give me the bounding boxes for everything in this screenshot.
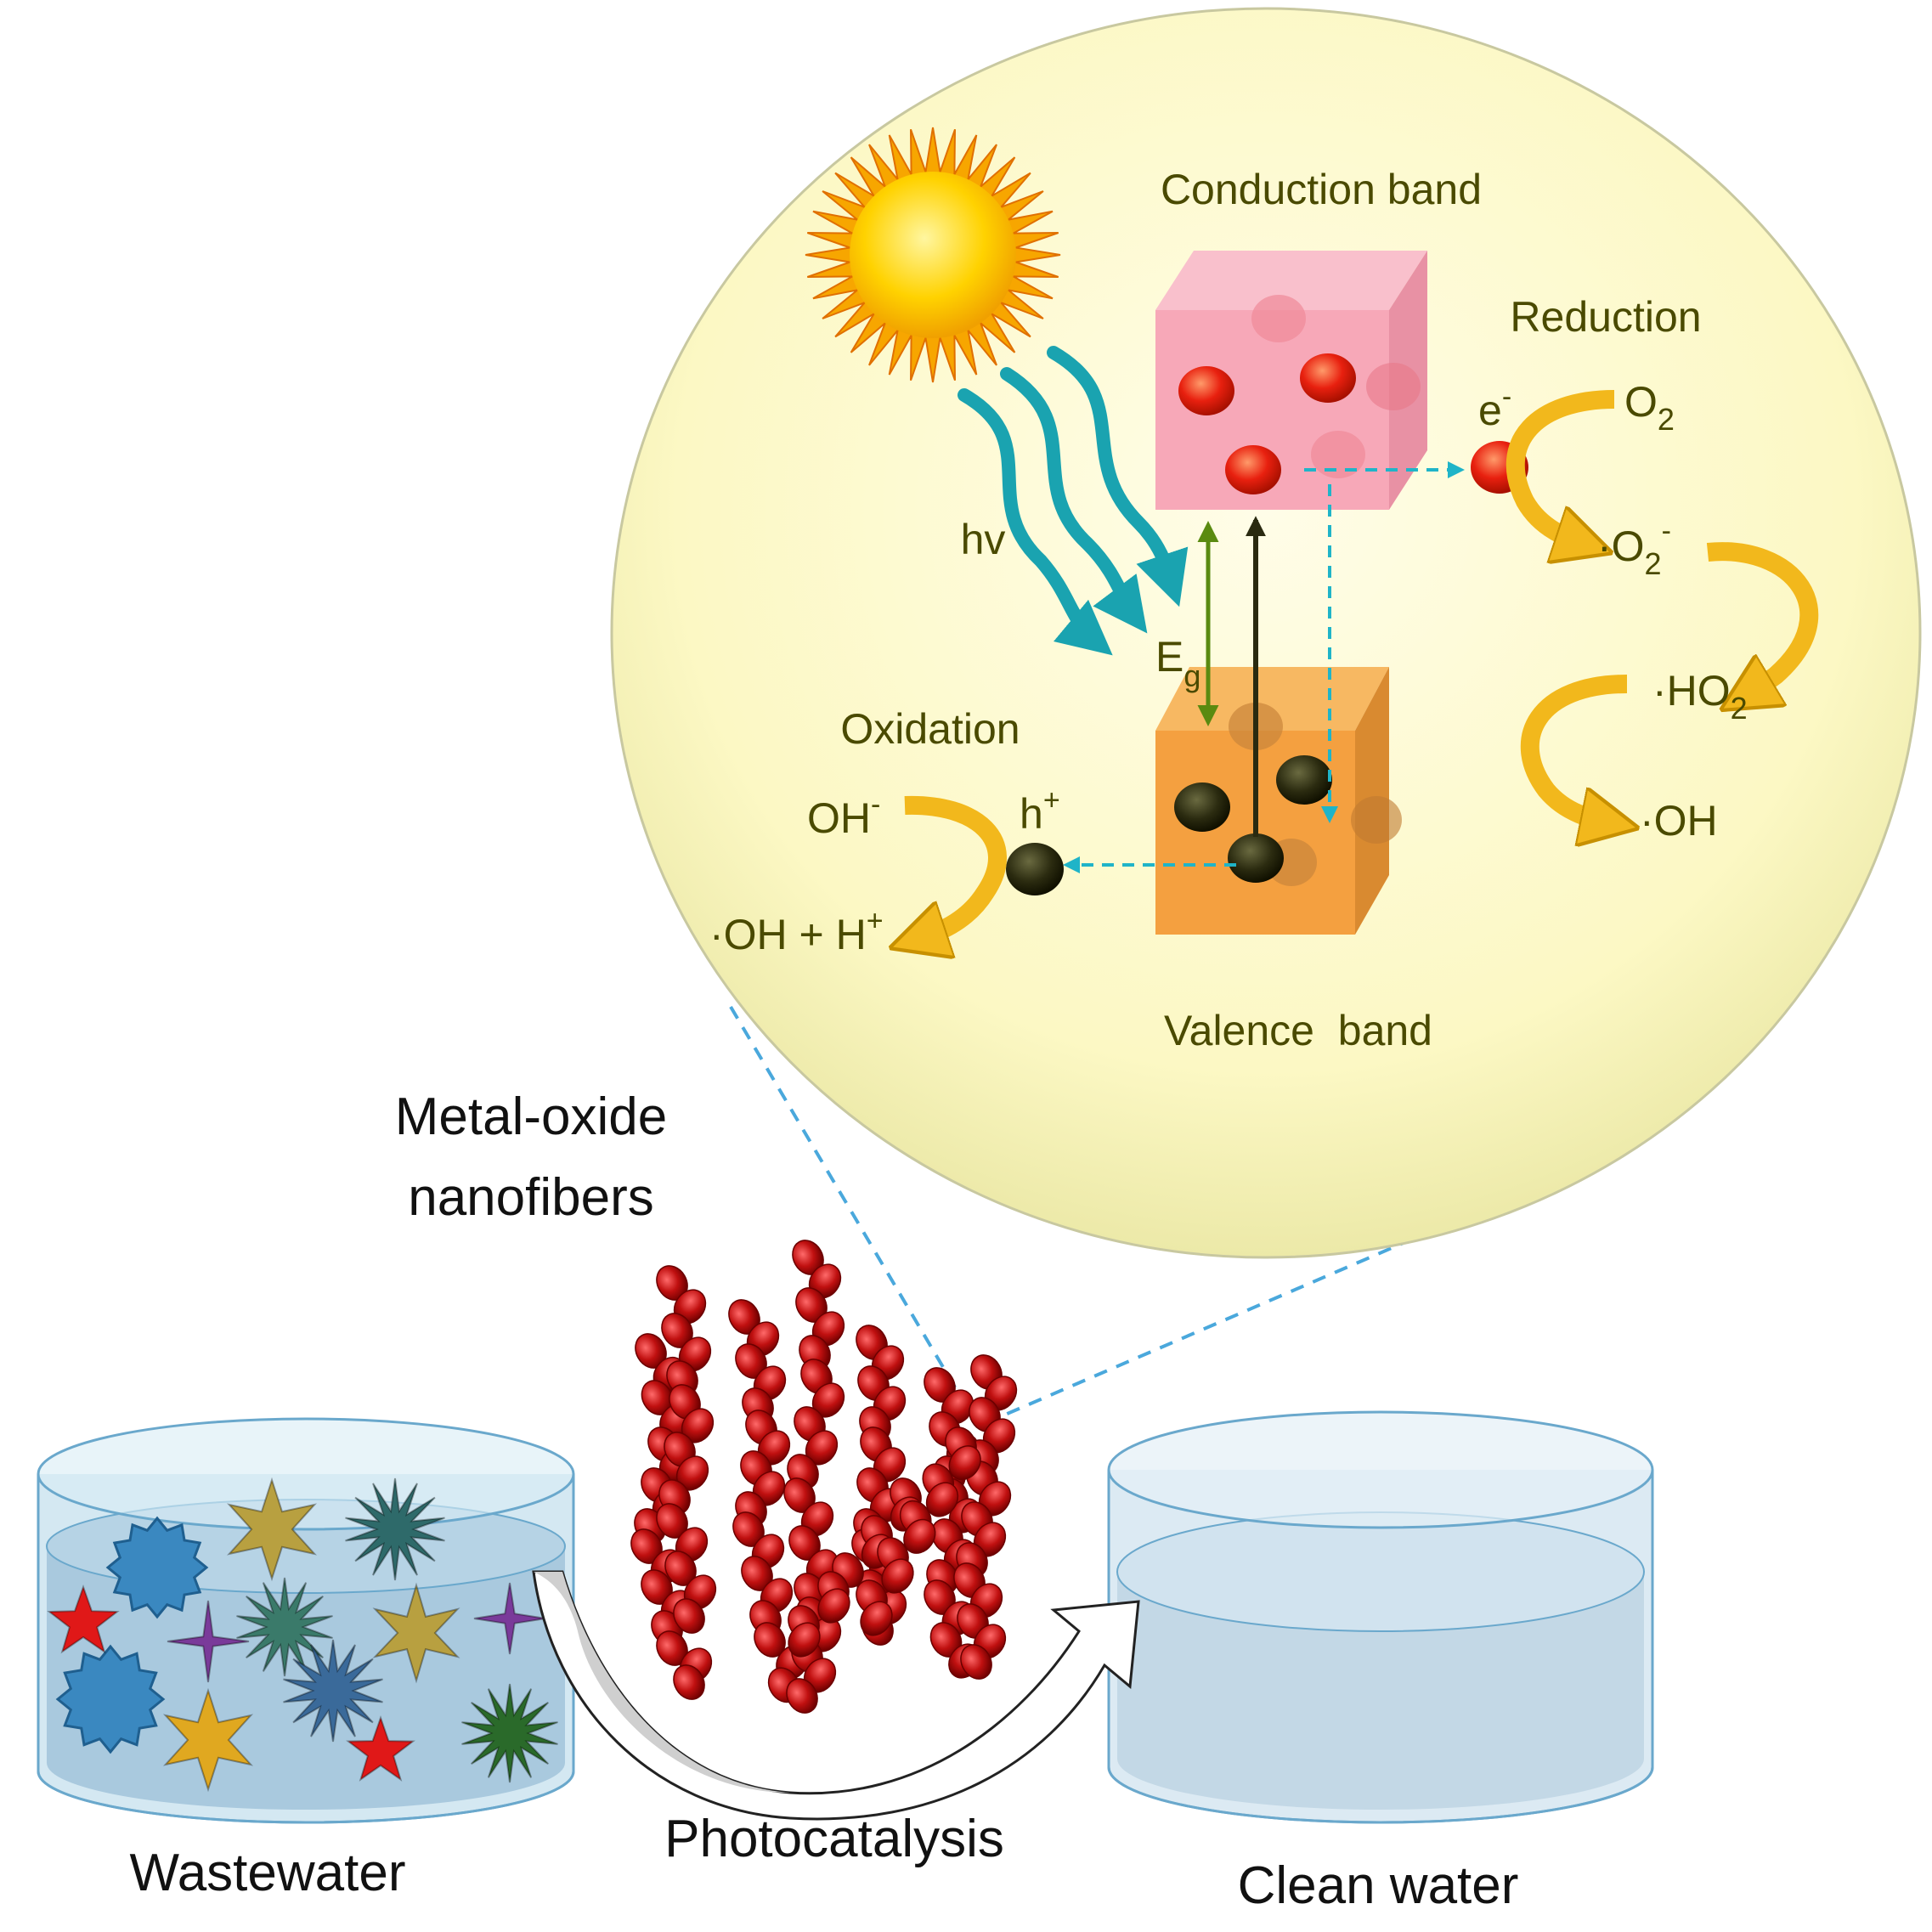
pollutant-particle (167, 1600, 250, 1683)
charge-transfer-arrows (1063, 461, 1465, 873)
pollutant-particle (473, 1582, 546, 1655)
pollutant-particle (346, 1715, 415, 1782)
nanofiber-bead (788, 1622, 821, 1658)
metal-oxide-nanofibers (630, 1240, 1018, 1714)
reaction-arrows (905, 390, 1819, 939)
ho2-label: ·HO2 (1652, 667, 1748, 726)
sun-icon (805, 127, 1061, 383)
pollutant-particle (47, 1585, 120, 1654)
conduction-band-label: Conduction band (1161, 166, 1482, 213)
oh-minus-label: OH- (807, 788, 880, 842)
pollutant-particle (55, 1644, 166, 1754)
electron-label: e- (1478, 381, 1511, 434)
nanofiber-bead (673, 1598, 705, 1634)
pollutant-particle (226, 1477, 318, 1582)
nanofiber-bead (903, 1518, 936, 1554)
bottom-labels: Metal-oxide nanofibers Wastewater Photoc… (129, 1087, 1518, 1915)
nanofiber-bead (860, 1601, 893, 1636)
pollutant-particle (236, 1577, 333, 1677)
light-wave-arrows (958, 346, 1189, 656)
zoom-line-right (985, 1209, 1479, 1425)
valence-holes (1174, 703, 1402, 886)
wastewater-label: Wastewater (129, 1844, 405, 1902)
conduction-electrons (1178, 295, 1421, 494)
nanofiber-bead (673, 1664, 705, 1700)
nanofibers-label-line2: nanofibers (408, 1168, 654, 1227)
nanofibers-label-line1: Metal-oxide (395, 1087, 667, 1146)
nanofiber-bead (817, 1588, 850, 1624)
hv-label: hv (961, 516, 1006, 563)
pollutant-particles (47, 1477, 558, 1793)
pollutant-particle (283, 1639, 383, 1743)
valence-band-label: Valence band (1164, 1007, 1432, 1054)
oxidation-label: Oxidation (840, 705, 1020, 753)
oh-radical-label: ·OH (1640, 797, 1718, 845)
reduction-label: Reduction (1510, 293, 1701, 341)
oh-plus-h-label: ·OH + H+ (709, 905, 884, 958)
superoxide-label: ·O2- (1597, 515, 1671, 581)
pollutant-particle (372, 1582, 460, 1684)
pollutant-particle (345, 1477, 445, 1581)
clean-water-label: Clean water (1238, 1856, 1519, 1915)
zoom-line-left (729, 1005, 970, 1412)
nanofiber-bead (881, 1558, 914, 1594)
hole-label: h+ (1020, 784, 1060, 838)
pollutant-particle (461, 1683, 558, 1783)
pollutant-particle (162, 1687, 254, 1793)
eg-label: Eg (1155, 633, 1200, 693)
pollutant-particle (105, 1516, 209, 1619)
free-hole (1006, 843, 1064, 895)
photocatalysis-label: Photocatalysis (664, 1810, 1004, 1868)
nanofiber-bead (754, 1622, 786, 1658)
nanofiber-bead (925, 1482, 959, 1517)
nanofiber-bead (960, 1644, 992, 1680)
nanofiber-bead (786, 1678, 818, 1714)
bubble-labels: Conduction band Valence band Reduction O… (709, 166, 1748, 1054)
o2-label: O2 (1624, 378, 1675, 437)
clean-water-container (1107, 1410, 1654, 1824)
process-arrow (532, 1570, 1140, 1821)
nanofiber-bead (948, 1445, 981, 1481)
